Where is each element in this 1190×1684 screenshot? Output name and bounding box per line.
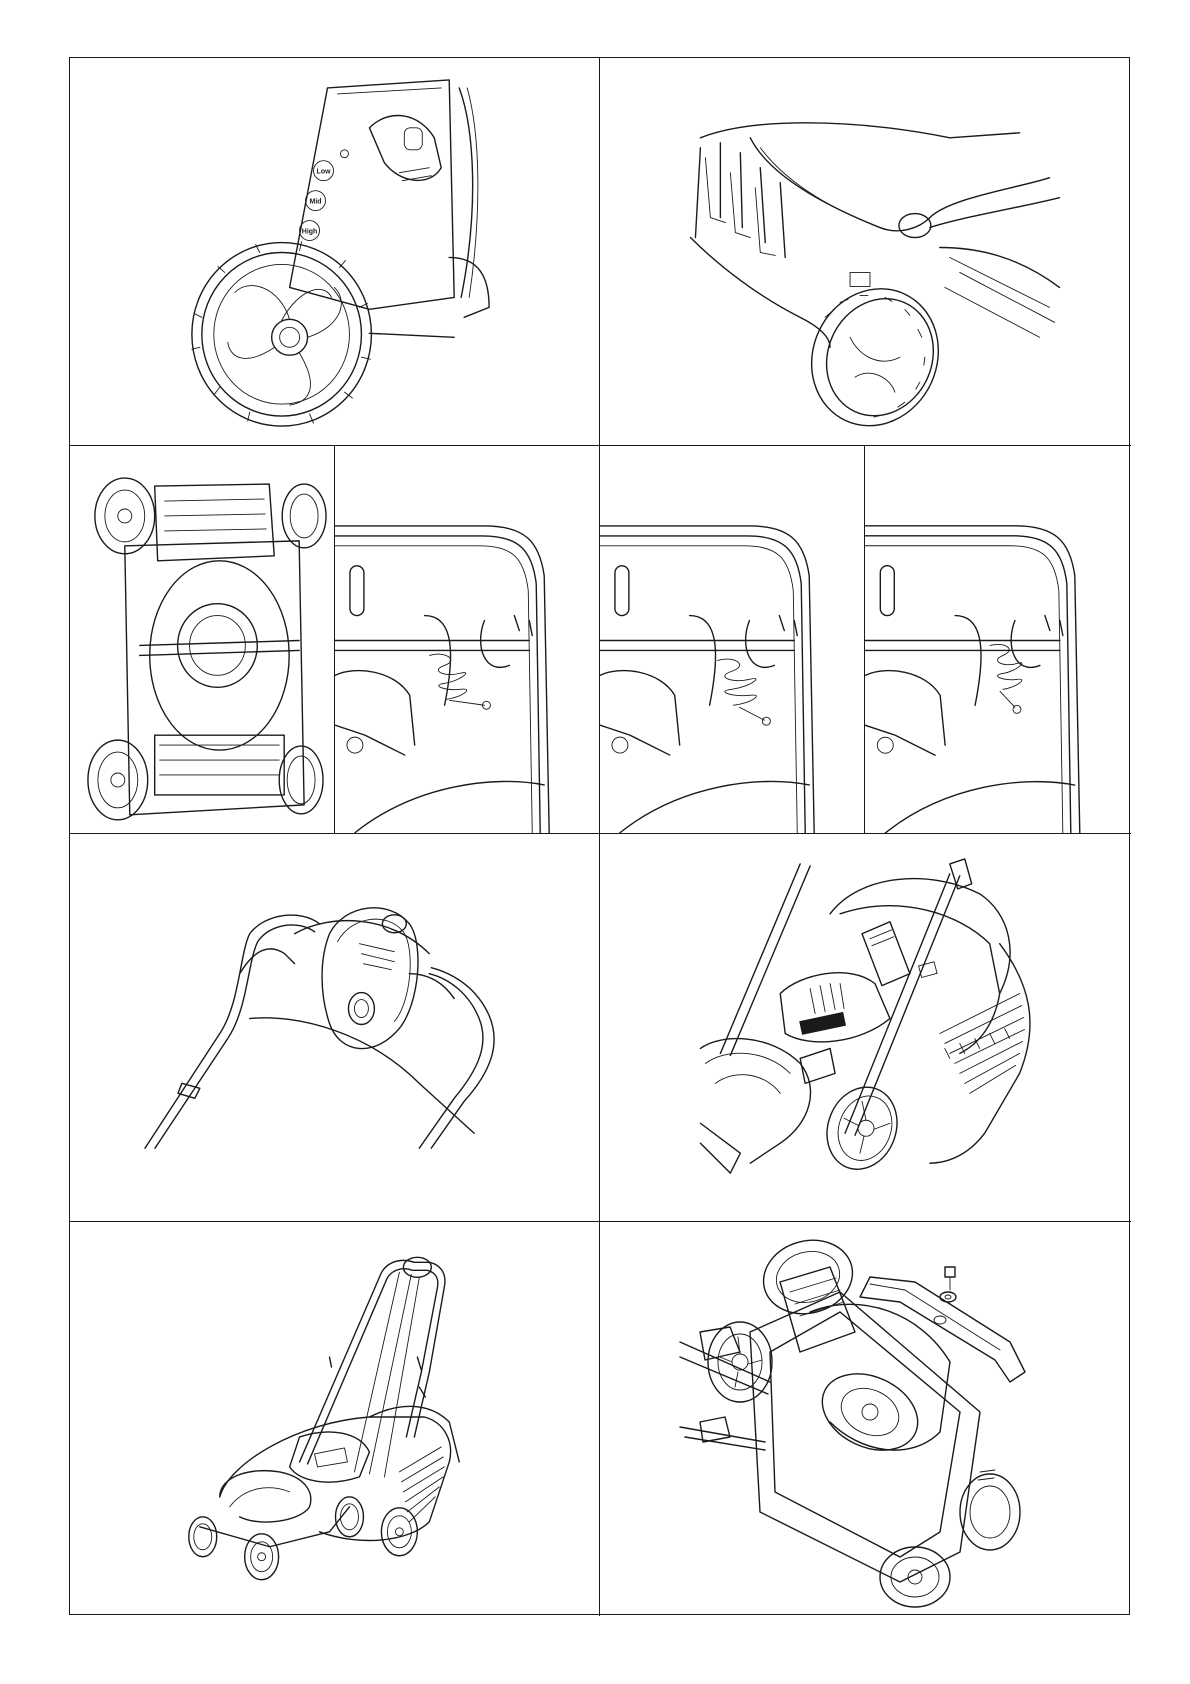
spring-step-1-drawing bbox=[335, 446, 599, 833]
handle-switch-drawing bbox=[70, 834, 599, 1221]
figure-mower-underside bbox=[70, 446, 335, 834]
figure-spring-step-3 bbox=[865, 446, 1131, 834]
spring-step-2-drawing bbox=[600, 446, 864, 833]
spring-step-3-drawing bbox=[865, 446, 1131, 833]
blade-replacement-drawing bbox=[600, 1222, 1131, 1616]
figure-rear-wheel-deck bbox=[600, 58, 1131, 446]
spring-icon bbox=[718, 659, 757, 705]
figure-spring-step-2 bbox=[600, 446, 865, 834]
figure-handle-switch bbox=[70, 834, 600, 1222]
height-label-mid: Mid bbox=[310, 199, 322, 206]
wheel-icon bbox=[88, 478, 326, 820]
height-label-high: High bbox=[302, 229, 317, 236]
brand-badge bbox=[799, 1012, 846, 1035]
wheel-height-adjust-drawing: Low Mid High bbox=[70, 58, 599, 445]
switch-box-icon bbox=[322, 908, 418, 1049]
mower-underside-drawing bbox=[70, 446, 334, 833]
complete-mower-drawing bbox=[70, 1222, 599, 1616]
rear-wheel-icon bbox=[789, 268, 960, 445]
figure-blade-replacement bbox=[600, 1222, 1131, 1616]
bolt-icon bbox=[940, 1267, 956, 1302]
spring-icon bbox=[430, 654, 467, 699]
figure-deck-handle-assembly bbox=[600, 834, 1131, 1222]
deck-handle-assembly-drawing bbox=[600, 834, 1131, 1221]
wheel-icon bbox=[192, 242, 372, 427]
rear-wheel-deck-drawing bbox=[600, 58, 1131, 445]
figure-spring-step-1 bbox=[335, 446, 600, 834]
figure-wheel-height-adjust: Low Mid High bbox=[70, 58, 600, 446]
figure-complete-mower bbox=[70, 1222, 600, 1616]
instruction-sheet: Low Mid High bbox=[69, 57, 1130, 1615]
height-label-low: Low bbox=[317, 169, 332, 176]
